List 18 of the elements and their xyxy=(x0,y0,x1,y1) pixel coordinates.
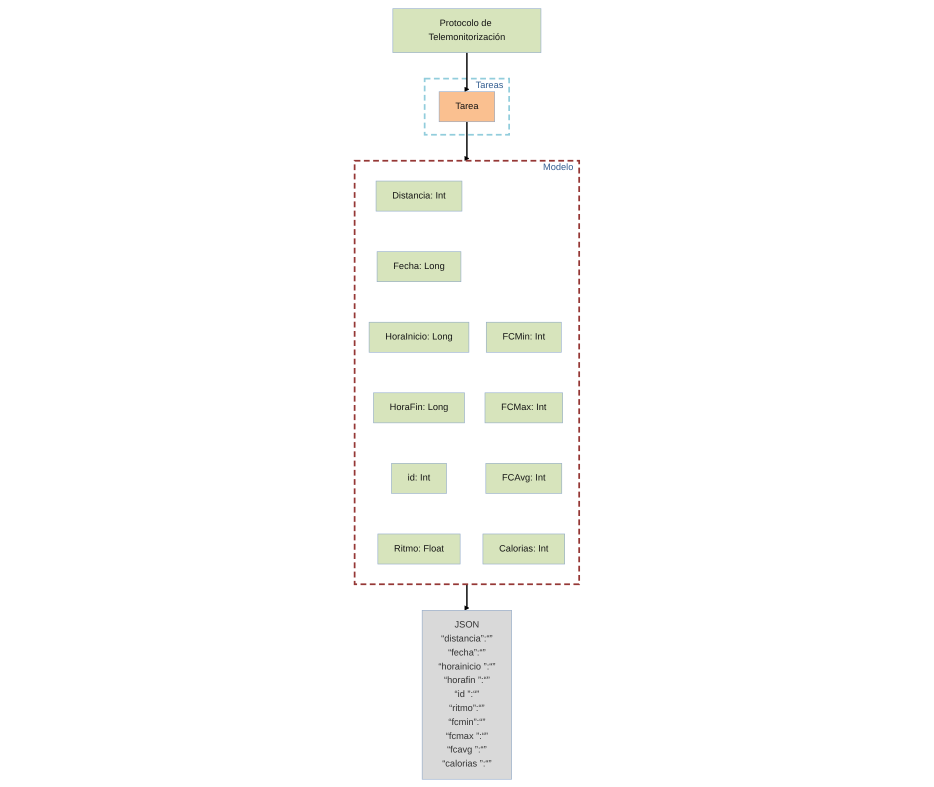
node-box xyxy=(422,610,512,780)
cluster xyxy=(424,77,510,136)
arrow xyxy=(464,120,470,161)
node-box xyxy=(486,321,562,352)
cluster xyxy=(354,159,580,585)
node-box xyxy=(391,462,447,494)
node-box xyxy=(368,321,470,352)
node-box xyxy=(482,533,566,564)
node-box xyxy=(378,533,461,564)
node-box xyxy=(486,462,562,494)
node-box xyxy=(438,90,496,122)
node-box xyxy=(376,180,462,211)
node-box xyxy=(484,392,564,423)
node-box xyxy=(373,392,465,423)
node-box xyxy=(392,8,542,52)
arrow xyxy=(464,51,470,92)
arrow xyxy=(464,583,470,610)
node-box xyxy=(376,250,462,282)
